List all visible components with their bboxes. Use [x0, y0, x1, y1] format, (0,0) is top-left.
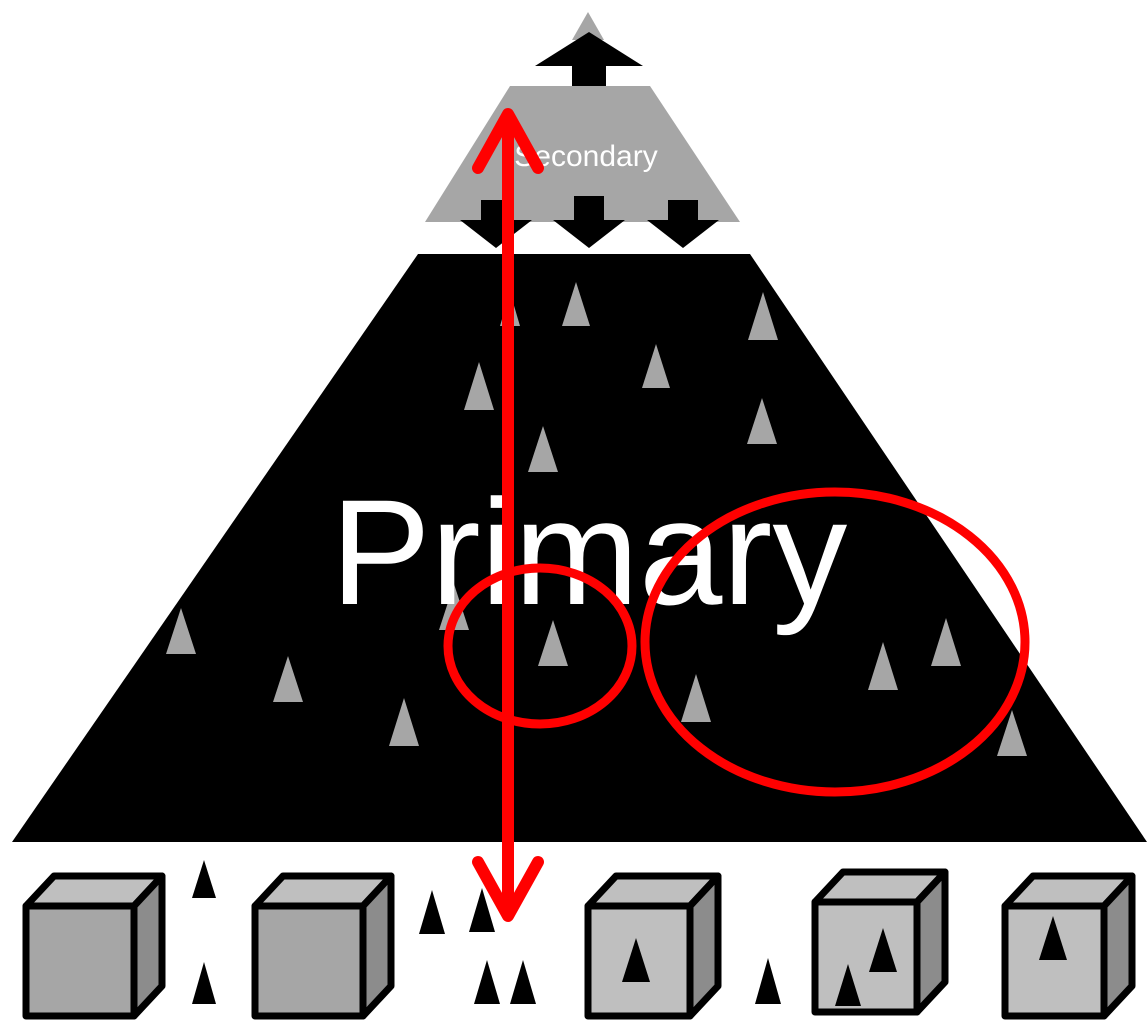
particle-icon — [755, 958, 781, 1004]
particle-icon — [419, 890, 445, 934]
up-arrow-head — [535, 32, 643, 66]
cube-icon — [255, 876, 391, 1016]
cube-icon — [26, 876, 162, 1016]
up-arrow-icon — [535, 12, 643, 86]
up-arrow-stem — [572, 64, 606, 86]
cube-row — [26, 872, 1132, 1016]
cube-icon — [1005, 876, 1132, 1016]
particle-icon — [192, 962, 216, 1004]
particle-icon — [510, 960, 536, 1004]
primary-label: Primary — [331, 468, 848, 636]
particle-icon — [474, 960, 500, 1004]
particle-icon — [192, 860, 216, 898]
cube-icon — [588, 876, 718, 1016]
